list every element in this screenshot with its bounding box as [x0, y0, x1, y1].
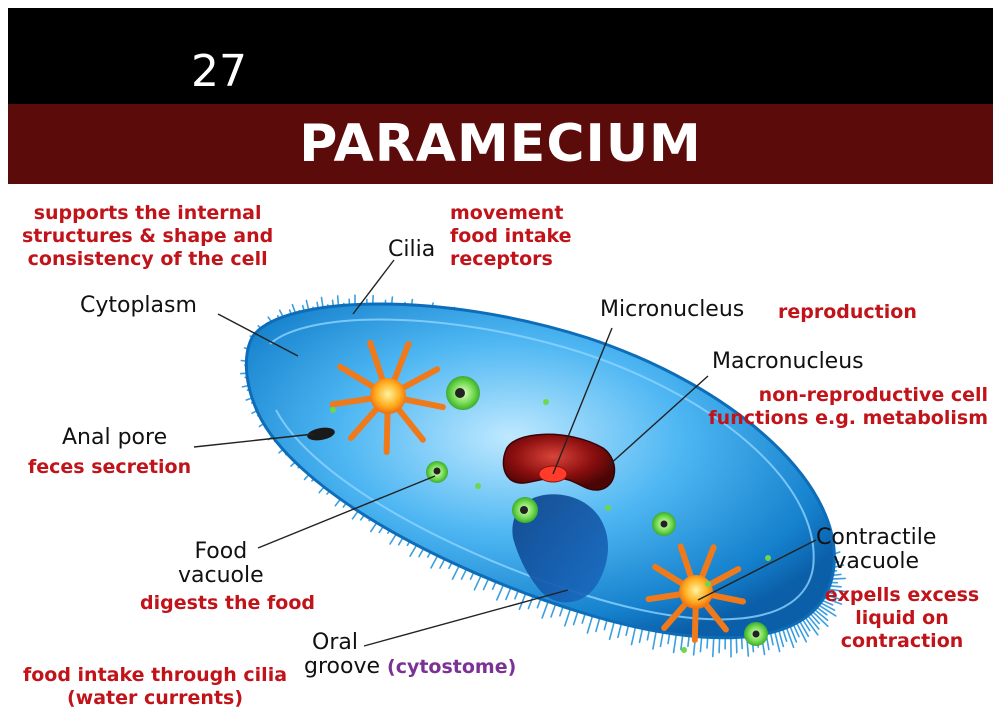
function-cytoplasm-line3: consistency of the cell: [22, 248, 273, 271]
header-bar: 27: [8, 8, 993, 104]
function-oral-groove-line2: (water currents): [10, 687, 300, 710]
function-oral-groove-line1: food intake through cilia: [10, 664, 300, 687]
function-cytoplasm-line2: structures & shape and: [22, 225, 273, 248]
function-cilia-line2: food intake: [450, 225, 572, 248]
cilium: [783, 630, 787, 641]
function-cilia-line3: receptors: [450, 248, 572, 271]
label-oral-groove-line1: Oral: [304, 631, 516, 655]
label-macronucleus: Macronucleus: [712, 350, 864, 374]
function-macronucleus-line1: non-reproductive cell: [688, 384, 988, 407]
diagram-canvas: Cilia Cytoplasm Anal pore Food vacuole O…: [8, 188, 993, 724]
cilium: [775, 632, 780, 652]
function-cilia-line1: movement: [450, 202, 572, 225]
function-cytoplasm: supports the internal structures & shape…: [22, 202, 273, 272]
function-contractile-vacuole-line2: liquid on: [816, 607, 988, 630]
function-cytoplasm-line1: supports the internal: [22, 202, 273, 225]
label-food-vacuole-line1: Food: [178, 540, 264, 564]
label-anal-pore: Anal pore: [62, 426, 167, 450]
label-food-vacuole-line2: vacuole: [178, 564, 264, 588]
label-food-vacuole: Food vacuole: [178, 540, 264, 588]
cilium: [771, 633, 773, 645]
label-cytostome: (cytostome): [387, 656, 516, 678]
function-macronucleus: non-reproductive cell functions e.g. met…: [688, 384, 988, 430]
function-contractile-vacuole-line3: contraction: [816, 630, 988, 653]
cilium: [713, 636, 714, 656]
vacuole-center: [370, 378, 406, 414]
function-food-vacuole: digests the food: [140, 592, 315, 615]
label-contractile-vacuole-line1: Contractile: [816, 526, 936, 550]
function-anal-pore: feces secretion: [28, 456, 191, 479]
function-micronucleus: reproduction: [778, 301, 917, 324]
label-contractile-vacuole: Contractile vacuole: [816, 526, 936, 574]
slide-title: PARAMECIUM: [8, 114, 993, 174]
vacuole-canal: [387, 410, 388, 452]
vacuole-center: [679, 575, 713, 609]
function-contractile-vacuole: expells excess liquid on contraction: [816, 584, 988, 654]
function-contractile-vacuole-line1: expells excess: [816, 584, 988, 607]
vacuole-canal: [695, 605, 696, 640]
cilium: [736, 637, 737, 653]
slide-number: 27: [191, 46, 247, 97]
label-contractile-vacuole-line2: vacuole: [816, 550, 936, 574]
cilium: [779, 631, 783, 647]
function-cilia: movement food intake receptors: [450, 202, 572, 272]
cilium: [797, 624, 806, 642]
label-micronucleus: Micronucleus: [600, 298, 744, 322]
label-oral-groove: Oral groove (cytostome): [304, 631, 516, 679]
label-cilia: Cilia: [388, 238, 435, 262]
label-oral-groove-line2: groove: [304, 654, 380, 679]
function-macronucleus-line2: functions e.g. metabolism: [688, 407, 988, 430]
label-cytoplasm: Cytoplasm: [80, 294, 197, 318]
function-oral-groove: food intake through cilia (water current…: [10, 664, 300, 710]
title-bar: PARAMECIUM: [8, 104, 993, 184]
label-oral-groove-line2-wrap: groove (cytostome): [304, 655, 516, 679]
